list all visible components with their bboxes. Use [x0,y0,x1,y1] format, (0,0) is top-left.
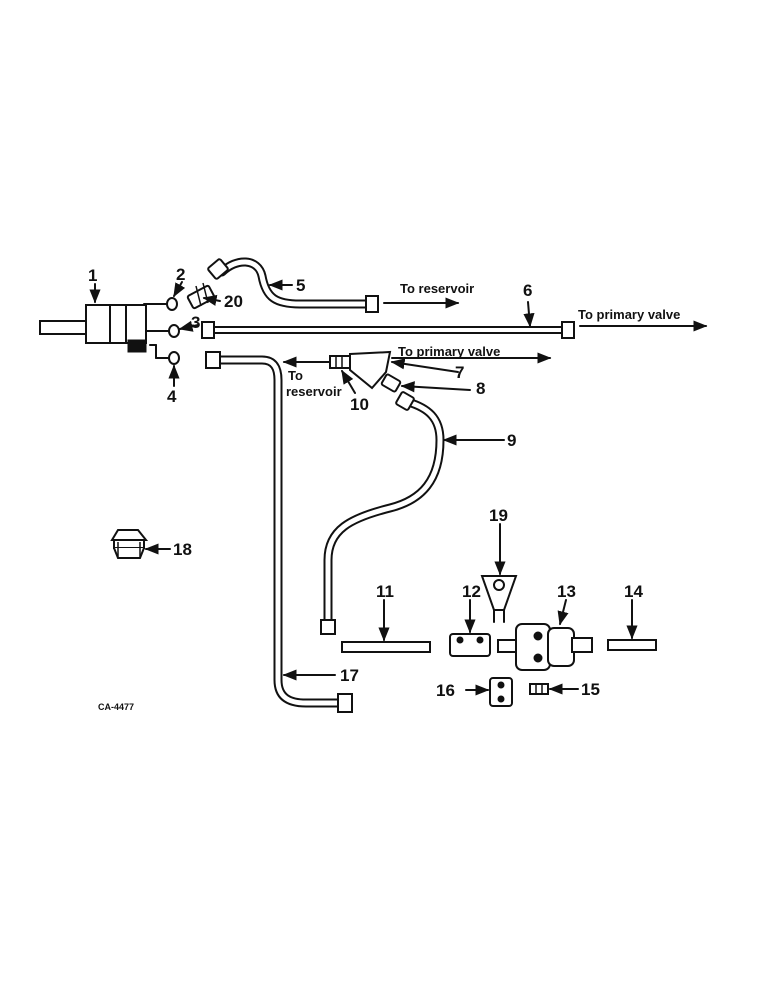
tube-17-center [217,357,343,706]
tube-17-start-fitting [205,351,221,369]
callout-3: 3 [191,313,200,332]
callout-8: 8 [476,379,485,398]
fitting-10-part [329,355,351,369]
fitting-15-part [529,683,549,695]
bracket-19-part [480,575,518,623]
valve-body-part [39,304,147,353]
callout-5: 5 [296,276,305,295]
tube-9-end-fitting [320,619,336,635]
callout-7: 7 [455,363,464,382]
flow-arrows [282,297,708,368]
o-ring-2 [166,297,178,311]
callout-14: 14 [624,582,643,601]
callout-2: 2 [176,265,185,284]
tube-9-center [325,399,443,625]
note-to-reservoir-mid-a: To [288,368,303,383]
callout-15: 15 [581,680,600,699]
callout-10: 10 [350,395,369,414]
primary-valve-line-part [201,321,575,339]
note-to-primary-valve-right: To primary valve [578,307,680,322]
o-ring-4 [168,351,180,365]
callout-11: 11 [376,582,394,601]
tube-17-end-fitting [337,693,353,713]
callout-13: 13 [557,582,576,601]
callout-1: 1 [88,266,97,285]
callout-12: 12 [462,582,481,601]
callout-18: 18 [173,540,192,559]
callout-4: 4 [167,387,177,406]
plate-16-part [489,677,513,707]
callout-6: 6 [523,281,532,300]
callout-9: 9 [507,431,516,450]
cap-18-part [110,529,149,559]
elbow-8-part [380,373,402,393]
leader-lines [89,279,638,696]
note-to-primary-valve-mid: To primary valve [398,344,500,359]
note-to-reservoir-mid-b: reservoir [286,384,342,399]
reservoir-tube-part [207,257,379,313]
callout-20: 20 [224,292,243,311]
block-12-part [449,633,491,657]
tube-9-start-fitting [395,391,415,411]
elbow-fitting-part [186,282,216,310]
strip-11-part [341,641,431,653]
valve-13-part [497,623,593,671]
note-to-reservoir-top: To reservoir [400,281,474,296]
drawing-code: CA-4477 [98,702,134,712]
strip-14-part [607,639,657,651]
callout-17: 17 [340,666,359,685]
callout-19: 19 [489,506,508,525]
o-ring-3 [168,324,180,338]
callout-16: 16 [436,681,455,700]
